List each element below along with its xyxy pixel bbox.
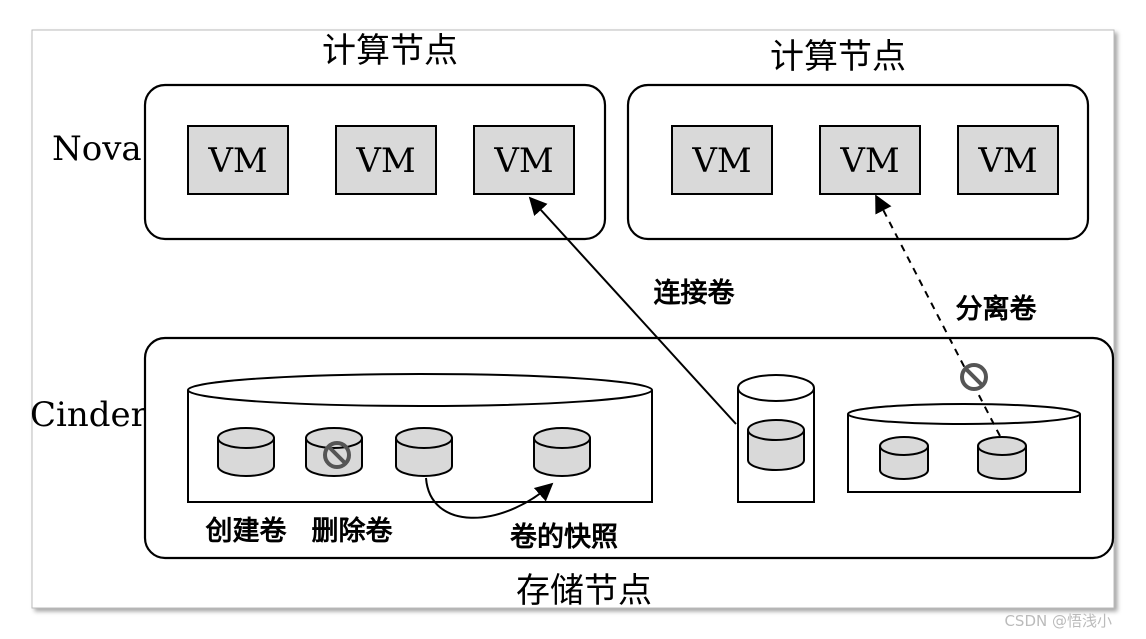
compute-node-title: 计算节点	[322, 31, 458, 71]
attached-volume-container	[737, 374, 815, 503]
vm-box: VM	[819, 125, 921, 195]
storage-node-title: 存储节点	[516, 571, 652, 611]
vm-box: VM	[335, 125, 437, 195]
vm-box: VM	[187, 125, 289, 195]
detach-volume-label: 分离卷	[956, 293, 1038, 325]
storage-node: 创建卷 删除卷 卷的快照	[143, 336, 1115, 560]
svg-text:VM: VM	[977, 141, 1037, 181]
vm-box: VM	[473, 125, 575, 195]
volume-icon-deleted	[305, 427, 363, 477]
create-volume-label: 创建卷	[205, 516, 288, 547]
watermark: CSDN @悟浅小	[1004, 612, 1112, 630]
attach-volume-arrow	[528, 196, 737, 425]
svg-text:VM: VM	[691, 141, 751, 181]
vm-box: VM	[671, 125, 773, 195]
cinder-label: Cinder	[30, 395, 148, 435]
svg-text:VM: VM	[493, 141, 553, 181]
svg-text:VM: VM	[839, 141, 899, 181]
snapshot-label: 卷的快照	[510, 521, 618, 553]
prohibit-icon	[323, 441, 351, 469]
snapshot-volume-icon	[533, 427, 591, 477]
svg-text:VM: VM	[355, 141, 415, 181]
compute-node-1: 计算节点 VM VM VM	[143, 31, 607, 241]
volume-icon	[395, 427, 453, 477]
volume-pool-right	[847, 403, 1081, 493]
attach-volume-label: 连接卷	[654, 277, 736, 309]
volume-icon	[217, 427, 275, 477]
svg-text:VM: VM	[207, 141, 267, 181]
detach-volume-arrow	[875, 194, 1001, 437]
compute-node-2: 计算节点 VM VM VM	[626, 37, 1090, 241]
delete-volume-label: 删除卷	[312, 515, 394, 547]
snapshot-arrow	[425, 477, 554, 519]
nova-label: Nova	[52, 129, 142, 169]
compute-node-title: 计算节点	[770, 37, 906, 77]
prohibit-icon	[960, 363, 988, 391]
vm-box: VM	[957, 125, 1059, 195]
